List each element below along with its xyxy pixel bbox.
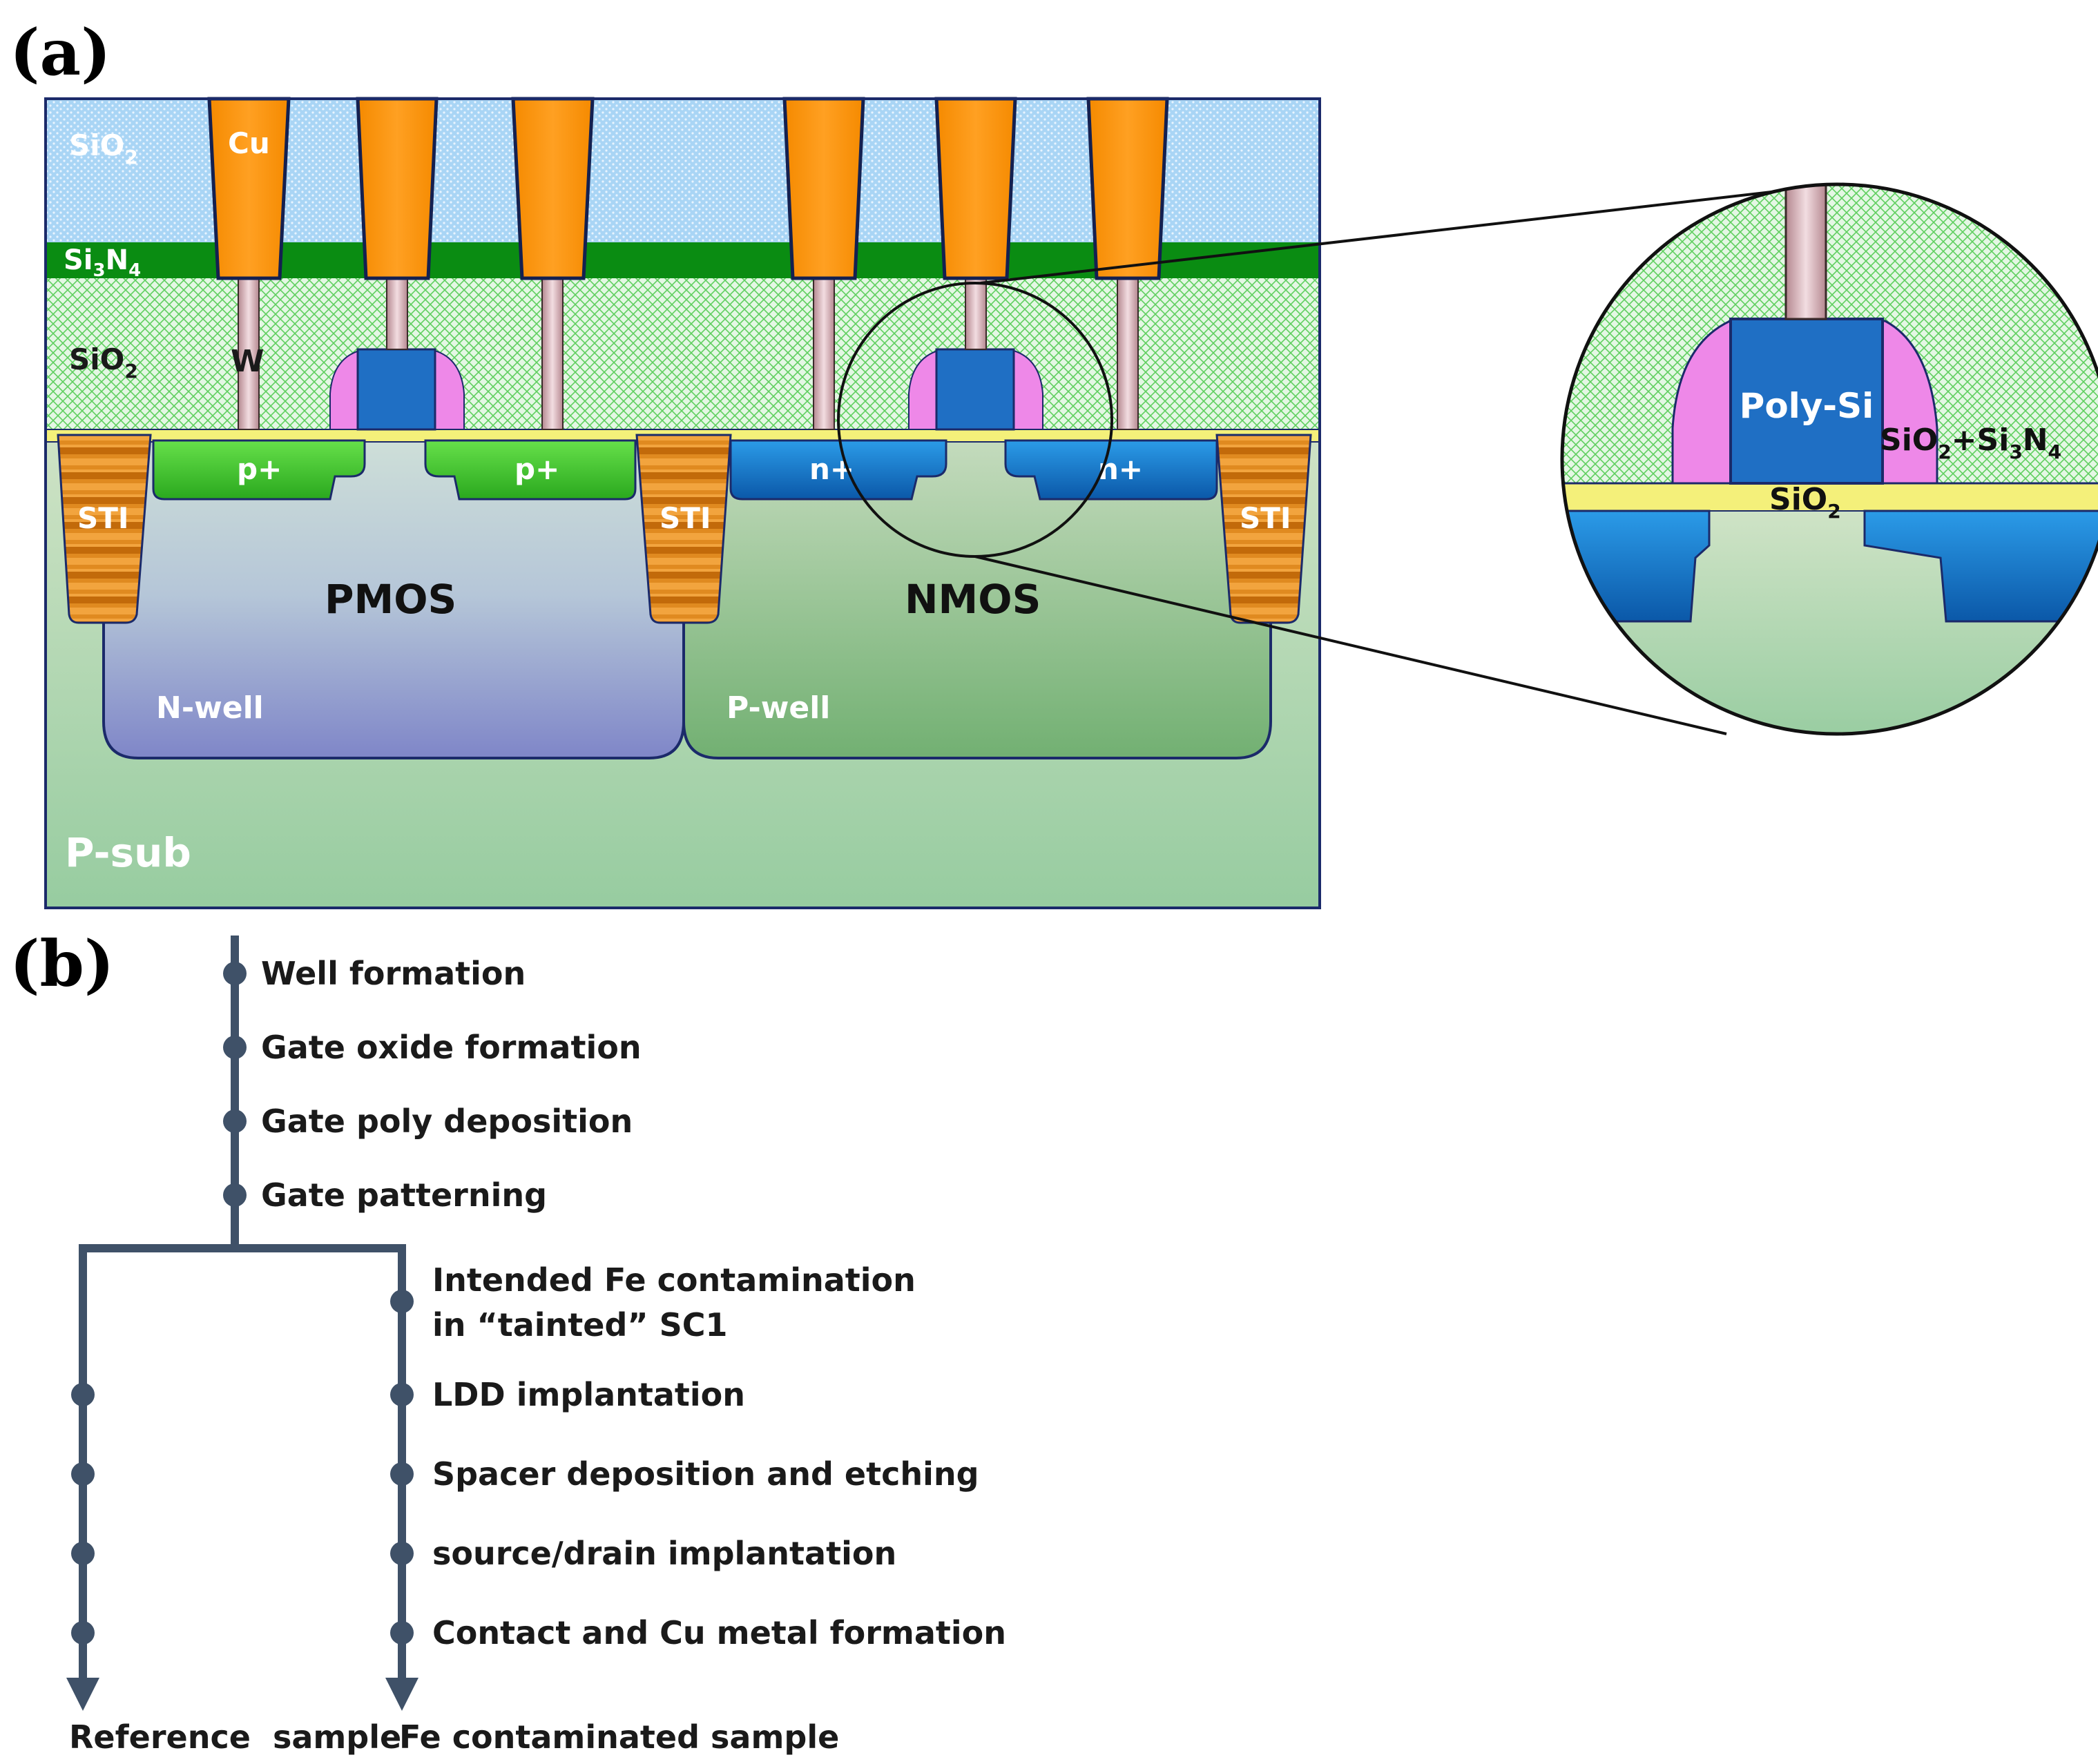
n-well	[102, 430, 685, 759]
n-plus-left	[729, 439, 947, 501]
node-dot	[390, 1542, 414, 1565]
fe-arrowhead	[385, 1678, 418, 1711]
w-label: W	[231, 344, 264, 379]
sti-left-shape	[57, 434, 152, 624]
node-dot	[223, 962, 247, 985]
reference-sample-label: Reference sample	[69, 1718, 401, 1756]
node-dot	[390, 1383, 414, 1406]
reference-arrowhead	[66, 1678, 99, 1711]
node-dot	[223, 1183, 247, 1207]
copper-vias	[207, 97, 1169, 280]
sti-middle-label: STI	[660, 501, 711, 535]
pmos-gate	[356, 348, 436, 431]
node-dot	[71, 1621, 95, 1645]
step-gate-poly: Gate poly deposition	[261, 1103, 633, 1140]
p-well	[682, 430, 1272, 759]
node-dot	[390, 1290, 414, 1313]
sio2-top-label: SiO2	[69, 128, 138, 168]
cu-via	[934, 97, 1017, 280]
w-plug	[541, 278, 564, 430]
node-dot	[223, 1109, 247, 1133]
step-well-formation: Well formation	[261, 955, 526, 992]
si3n4-label: Si3N4	[64, 244, 141, 281]
step-contact-cu: Contact and Cu metal formation	[432, 1614, 1006, 1651]
w-plug	[813, 278, 835, 430]
nmos-gate	[935, 348, 1015, 431]
w-plug	[965, 278, 987, 350]
sti-middle-shape	[635, 434, 732, 624]
zoom-poly-si-label: Poly-Si	[1740, 386, 1874, 426]
n-well-label: N-well	[156, 690, 264, 726]
zoom-line-top	[980, 183, 1838, 284]
tungsten-plugs	[238, 278, 1139, 430]
p-sub-label: P-sub	[65, 829, 191, 876]
sti-left-label: STI	[77, 501, 129, 535]
node-dot	[390, 1462, 414, 1486]
cu-via	[356, 97, 439, 280]
zoom-gate-oxide-label: SiO2	[1769, 482, 1841, 523]
nmos-label: NMOS	[905, 576, 1041, 623]
node-dot	[223, 1036, 247, 1059]
fe-sample-label: Fe contaminated sample	[399, 1718, 839, 1756]
step-ldd: LDD implantation	[432, 1376, 745, 1413]
step-fe-contamination: Intended Fe contamination	[432, 1261, 916, 1299]
sti-right-label: STI	[1240, 501, 1291, 535]
node-dot	[390, 1621, 414, 1645]
step-gate-patterning: Gate patterning	[261, 1176, 547, 1214]
w-plug	[238, 278, 260, 430]
p-plus-left-label: p+	[237, 452, 282, 486]
step-gate-oxide: Gate oxide formation	[261, 1029, 642, 1066]
cross-section-border	[44, 97, 1321, 909]
zoom-view: Poly-Si SiO2+Si3N4 SiO2	[1560, 182, 2098, 736]
zoom-line-bottom	[974, 555, 1727, 735]
zoom-w-plug	[1784, 184, 1827, 320]
p-well-label: P-well	[726, 690, 830, 726]
flow-nodes	[71, 962, 414, 1645]
cu-via	[511, 97, 595, 280]
zoom-circle-border	[1560, 182, 2098, 736]
n-plus-right	[1004, 439, 1218, 501]
panel-a-label: (a)	[10, 15, 111, 90]
n-plus-right-label: n+	[1098, 452, 1143, 486]
cross-section: SiO2 Cu Si3N4 SiO2 W p+ p+ n+ n+ STI STI…	[44, 97, 1321, 909]
p-plus-right	[424, 439, 637, 501]
zoom-spacer-label: SiO2+Si3N4	[1880, 423, 2061, 463]
zoom-poly-gate	[1729, 318, 1884, 485]
step-spacer: Spacer deposition and etching	[432, 1455, 979, 1493]
pmos-label: PMOS	[325, 576, 456, 623]
w-plug	[1117, 278, 1139, 430]
node-dot	[71, 1462, 95, 1486]
node-dot	[71, 1542, 95, 1565]
node-dot	[71, 1383, 95, 1406]
w-plug	[386, 278, 408, 350]
p-plus-right-label: p+	[514, 452, 559, 486]
cu-via	[782, 97, 865, 280]
step-source-drain: source/drain implantation	[432, 1535, 896, 1572]
sio2-ild-label: SiO2	[69, 342, 138, 382]
flow-arrowheads	[66, 1678, 418, 1711]
p-plus-left	[152, 439, 366, 501]
panel-b-label: (b)	[10, 927, 114, 1001]
cu-via	[207, 97, 291, 280]
flow-labels: Well formation Gate oxide formation Gate…	[69, 955, 1006, 1756]
cu-label: Cu	[228, 126, 270, 160]
cu-via	[1086, 97, 1169, 280]
step-fe-contamination-2: in “tainted” SC1	[432, 1306, 728, 1344]
